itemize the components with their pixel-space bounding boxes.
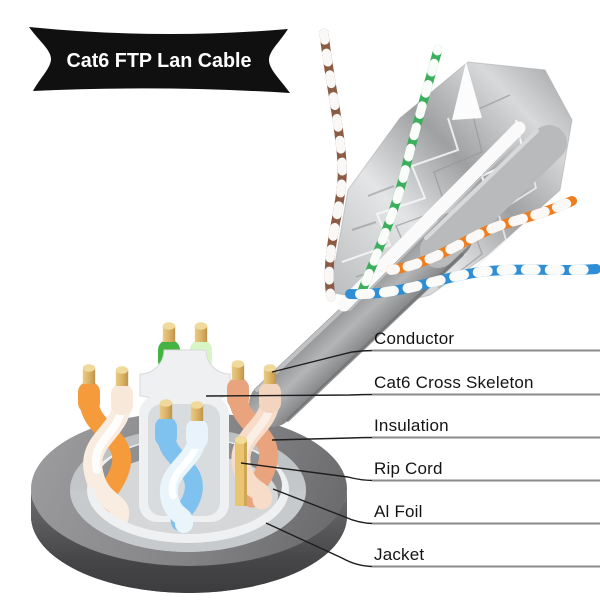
leader-al-foil <box>272 488 375 525</box>
cable-end-illustration <box>249 28 600 427</box>
conductor-tip <box>231 360 277 384</box>
wire-boot <box>227 378 249 409</box>
foil-gap <box>452 62 482 120</box>
label-cross-skeleton: Cat6 Cross Skeleton <box>374 373 534 392</box>
wire-boot <box>111 384 133 415</box>
wire-boot <box>259 382 281 413</box>
jacket-side-wall <box>31 489 347 593</box>
leader-lines <box>205 349 600 568</box>
banner-title: Cat6 FTP Lan Cable <box>67 50 252 72</box>
foil-wrapped-section <box>420 125 567 268</box>
rip-cord <box>235 436 247 506</box>
twisted-pair-orange <box>386 196 577 275</box>
conductor-tip <box>159 399 204 421</box>
leader-cross-skeleton <box>205 393 375 397</box>
part-labels: Conductor Cat6 Cross Skeleton Insulation… <box>374 329 534 564</box>
wire-boot <box>186 419 208 449</box>
label-rip-cord: Rip Cord <box>374 459 443 478</box>
label-insulation: Insulation <box>374 416 449 435</box>
wire-boot <box>78 382 100 413</box>
label-al-foil: Al Foil <box>374 502 423 521</box>
twisted-pair-brown <box>319 28 347 302</box>
leader-insulation <box>271 436 375 441</box>
leader-jacket <box>265 522 375 568</box>
leader-rip-cord <box>240 462 375 482</box>
twisted-pair-green <box>357 44 443 296</box>
ribbon-shape <box>29 27 290 93</box>
conductor-tip <box>82 364 129 386</box>
rip-strip-white <box>337 121 526 312</box>
label-jacket: Jacket <box>374 545 424 564</box>
twisted-pair-blue <box>345 264 600 300</box>
ring-front-lip <box>70 486 306 552</box>
leader-conductor <box>271 349 375 373</box>
wire-boot <box>155 417 177 447</box>
label-conductor: Conductor <box>374 329 454 348</box>
ribbon-banner: Cat6 FTP Lan Cable <box>29 27 290 93</box>
pair-orange <box>78 364 133 528</box>
conductor-tip <box>162 322 208 342</box>
label-underlines <box>372 349 600 568</box>
pair-blue <box>155 399 208 533</box>
